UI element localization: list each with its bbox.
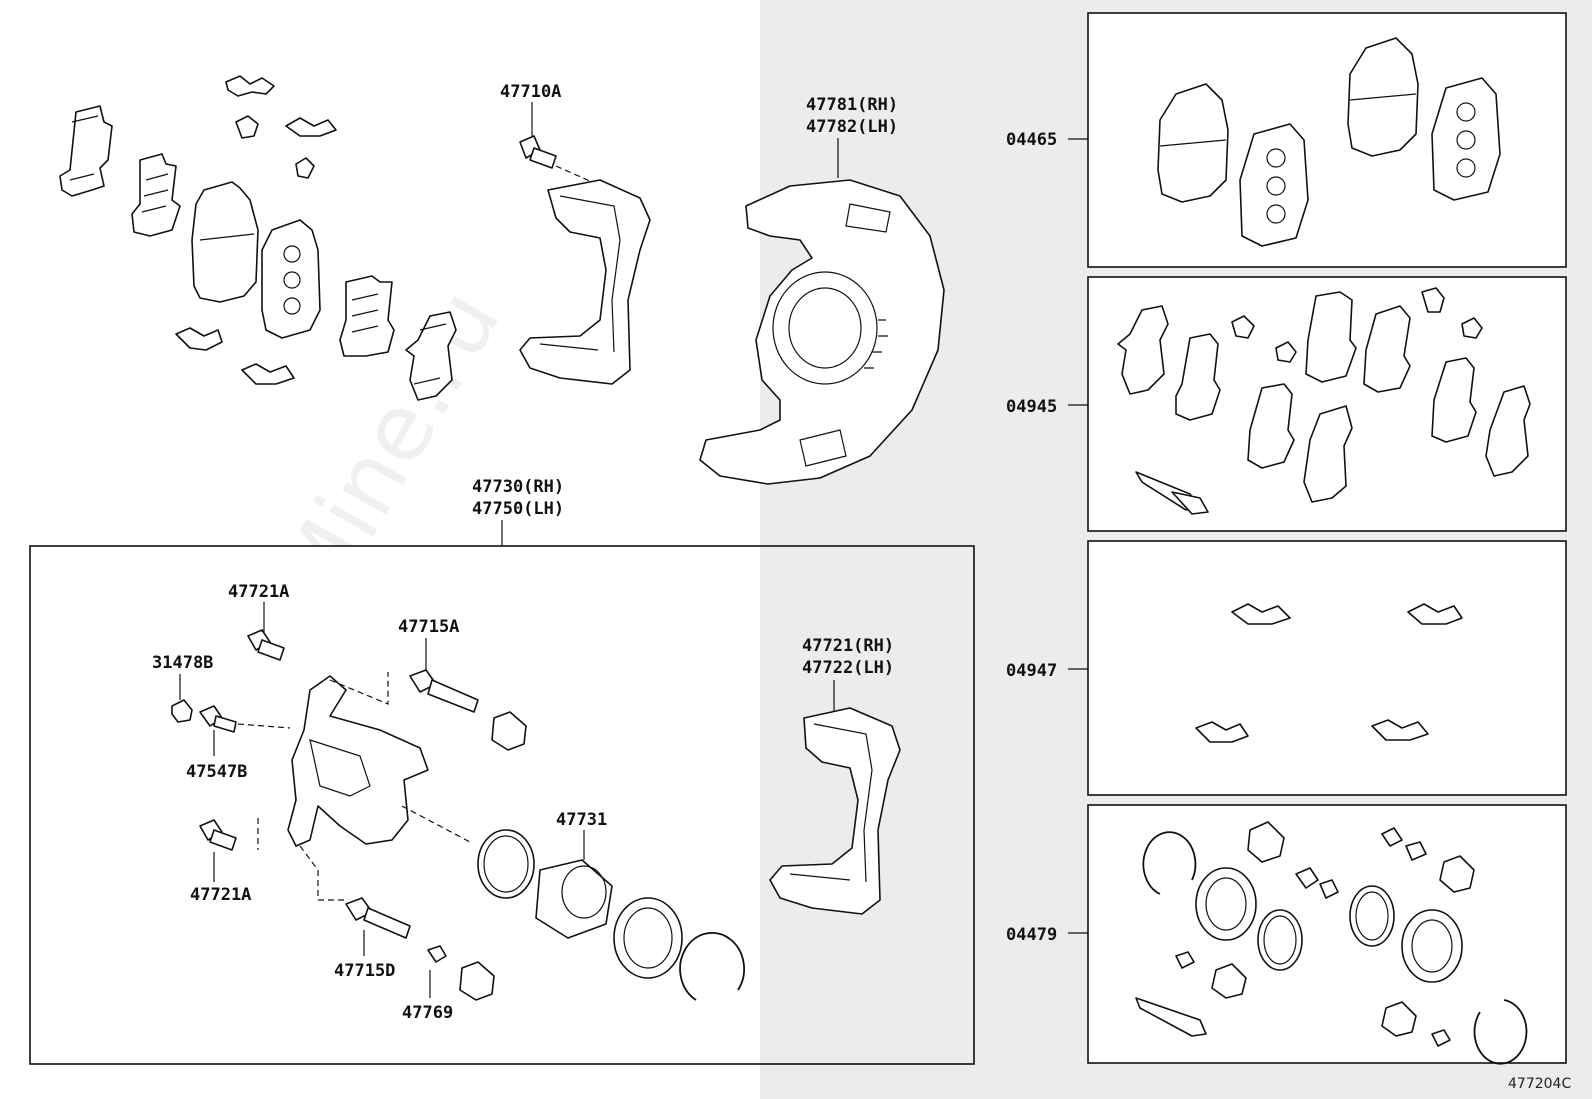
label-47750: 47750(LH): [472, 499, 564, 519]
label-47730: 47730(RH): [472, 477, 564, 497]
label-47721: 47721(RH): [802, 636, 894, 656]
kit-04479-code: 04479: [1006, 925, 1057, 945]
kit-04945-parts: [1117, 287, 1531, 515]
caliper-bracket-top: [519, 179, 651, 385]
label-47781: 47781(RH): [806, 95, 898, 115]
kit-04479-parts: [1135, 821, 1528, 1065]
label-47769: 47769: [402, 1003, 453, 1023]
kit-04465-parts: [1157, 37, 1501, 247]
kit-04947-parts: [1195, 603, 1463, 743]
caliper-assembly-box: [29, 545, 975, 1065]
label-47710A: 47710A: [500, 82, 561, 102]
label-47782: 47782(LH): [806, 117, 898, 137]
kit-04947-box: [1087, 540, 1567, 796]
label-47547B: 47547B: [186, 762, 247, 782]
figure-code: 477204C: [1508, 1076, 1571, 1092]
kit-04465-code: 04465: [1006, 130, 1057, 150]
label-47721A-bottom: 47721A: [190, 885, 251, 905]
kit-04479-box: [1087, 804, 1567, 1064]
label-47715D: 47715D: [334, 961, 395, 981]
caliper-bracket-bottom: [769, 707, 901, 915]
label-31478B: 31478B: [152, 653, 213, 673]
pad-shims-group: [59, 75, 457, 401]
dust-shield: [699, 179, 945, 485]
kit-04945-code: 04945: [1006, 397, 1057, 417]
label-47721A-top: 47721A: [228, 582, 289, 602]
kit-04947-code: 04947: [1006, 661, 1057, 681]
caliper-parts: [171, 629, 745, 1001]
bolt-47710A: [519, 135, 557, 169]
label-47715A: 47715A: [398, 617, 459, 637]
label-47731: 47731: [556, 810, 607, 830]
label-47722: 47722(LH): [802, 658, 894, 678]
